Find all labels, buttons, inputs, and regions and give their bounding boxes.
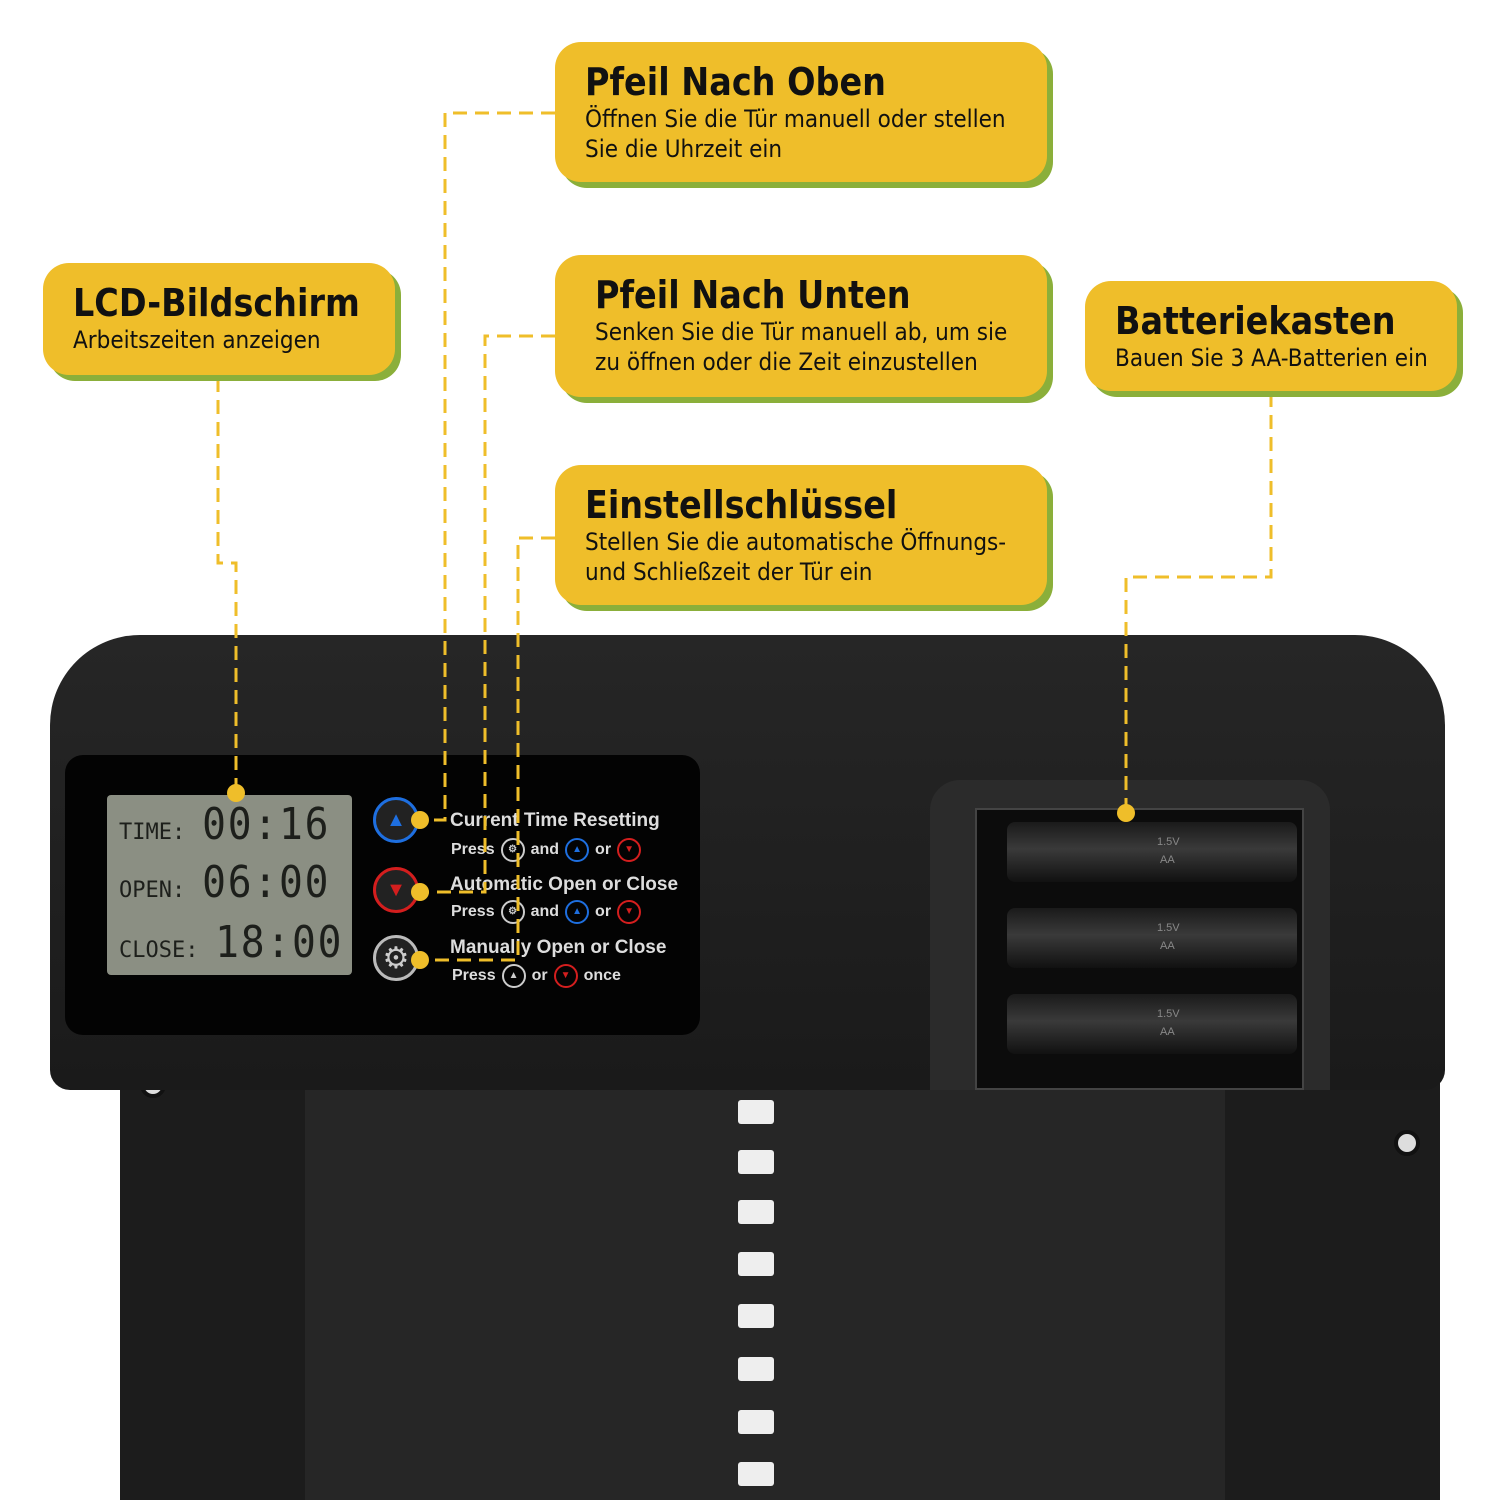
leader-battery bbox=[1124, 393, 1273, 813]
instruction-title-1: Current Time Resetting bbox=[450, 810, 660, 831]
gear-icon: ⚙ bbox=[500, 838, 525, 862]
open-label: OPEN: bbox=[119, 878, 186, 903]
gear-icon: ⚙ bbox=[382, 941, 410, 975]
callout-desc: Öffnen Sie die Tür manuell oder stellen bbox=[585, 105, 1006, 133]
callout-lcd: LCD-Bildschirm Arbeitszeiten anzeigen bbox=[43, 263, 395, 375]
battery-holder: 1.5V AA 1.5V AA 1.5V AA bbox=[975, 808, 1304, 1090]
instruction-2: Press ⚙ and ▲ or ▼ bbox=[451, 900, 647, 924]
marker-dot bbox=[227, 784, 245, 802]
callout-desc: und Schließzeit der Tür ein bbox=[585, 558, 873, 586]
down-arrow-icon: ▼ bbox=[617, 900, 642, 924]
lcd-screen: TIME: 00:16 OPEN: 06:00 CLOSE: 18:00 bbox=[107, 795, 352, 975]
or-text: or bbox=[595, 841, 612, 859]
leader-up bbox=[420, 111, 555, 822]
callout-desc: Arbeitszeiten anzeigen bbox=[73, 326, 321, 354]
door-slot bbox=[738, 1252, 774, 1276]
battery-cell: 1.5V AA bbox=[1007, 994, 1297, 1054]
setting-button[interactable]: ⚙ bbox=[373, 935, 419, 981]
down-arrow-icon: ▼ bbox=[553, 964, 578, 988]
callout-battery: Batteriekasten Bauen Sie 3 AA-Batterien … bbox=[1085, 281, 1457, 391]
up-arrow-icon: ▲ bbox=[565, 838, 590, 862]
time-label: TIME: bbox=[119, 820, 186, 845]
marker-dot bbox=[411, 811, 429, 829]
battery-voltage: 1.5V bbox=[1157, 1008, 1180, 1020]
close-value: 18:00 bbox=[215, 917, 344, 968]
door-slot bbox=[738, 1100, 774, 1124]
door-slot bbox=[738, 1200, 774, 1224]
callout-desc: Stellen Sie die automatische Öffnungs- bbox=[585, 528, 1007, 556]
door-slot bbox=[738, 1304, 774, 1328]
battery-voltage: 1.5V bbox=[1157, 836, 1180, 848]
door-slot bbox=[738, 1462, 774, 1486]
down-arrow-icon: ▼ bbox=[617, 838, 642, 862]
up-arrow-icon: ▲ bbox=[565, 900, 590, 924]
callout-title: Pfeil Nach Unten bbox=[595, 273, 911, 317]
and-text: and bbox=[530, 841, 560, 859]
instruction-title-2: Automatic Open or Close bbox=[450, 874, 679, 895]
callout-setting-key: Einstellschlüssel Stellen Sie die automa… bbox=[555, 465, 1047, 605]
door-slot bbox=[738, 1357, 774, 1381]
press-text: Press bbox=[451, 903, 495, 921]
battery-type: AA bbox=[1160, 940, 1175, 952]
gear-icon: ⚙ bbox=[500, 900, 525, 924]
instruction-3: Press ▲ or ▼ once bbox=[452, 964, 621, 988]
close-label: CLOSE: bbox=[119, 938, 199, 963]
once-text: once bbox=[583, 967, 621, 985]
time-value: 00:16 bbox=[202, 799, 331, 850]
battery-type: AA bbox=[1160, 854, 1175, 866]
callout-desc: zu öffnen oder die Zeit einzustellen bbox=[595, 348, 978, 376]
open-value: 06:00 bbox=[202, 857, 331, 908]
callout-title: Batteriekasten bbox=[1115, 299, 1396, 343]
battery-cell: 1.5V AA bbox=[1007, 908, 1297, 968]
callout-title: Pfeil Nach Oben bbox=[585, 60, 886, 104]
callout-desc: Senken Sie die Tür manuell ab, um sie bbox=[595, 318, 1008, 346]
callout-desc: Bauen Sie 3 AA-Batterien ein bbox=[1115, 344, 1428, 372]
or-text: or bbox=[595, 903, 612, 921]
and-text: and bbox=[530, 903, 560, 921]
or-text: or bbox=[531, 967, 548, 985]
leader-setting bbox=[420, 536, 555, 962]
door-slot bbox=[738, 1410, 774, 1434]
down-button[interactable]: ▼ bbox=[373, 867, 419, 913]
door-slot bbox=[738, 1150, 774, 1174]
up-arrow-icon: ▲ bbox=[501, 964, 526, 988]
screw-hole bbox=[1394, 1130, 1420, 1156]
marker-dot bbox=[411, 883, 429, 901]
leader-down bbox=[420, 334, 555, 894]
marker-dot bbox=[1117, 804, 1135, 822]
press-text: Press bbox=[452, 967, 496, 985]
leader-lcd bbox=[216, 378, 238, 793]
instruction-title-3: Manually Open or Close bbox=[450, 937, 667, 958]
up-arrow-icon: ▲ bbox=[386, 808, 406, 831]
callout-title: Einstellschlüssel bbox=[585, 483, 898, 527]
battery-voltage: 1.5V bbox=[1157, 922, 1180, 934]
callout-title: LCD-Bildschirm bbox=[73, 281, 360, 325]
down-arrow-icon: ▼ bbox=[386, 878, 406, 901]
callout-down-arrow: Pfeil Nach Unten Senken Sie die Tür manu… bbox=[555, 255, 1047, 397]
callout-desc: Sie die Uhrzeit ein bbox=[585, 135, 783, 163]
battery-cell: 1.5V AA bbox=[1007, 822, 1297, 882]
battery-type: AA bbox=[1160, 1026, 1175, 1038]
callout-up-arrow: Pfeil Nach Oben Öffnen Sie die Tür manue… bbox=[555, 42, 1047, 182]
marker-dot bbox=[411, 951, 429, 969]
